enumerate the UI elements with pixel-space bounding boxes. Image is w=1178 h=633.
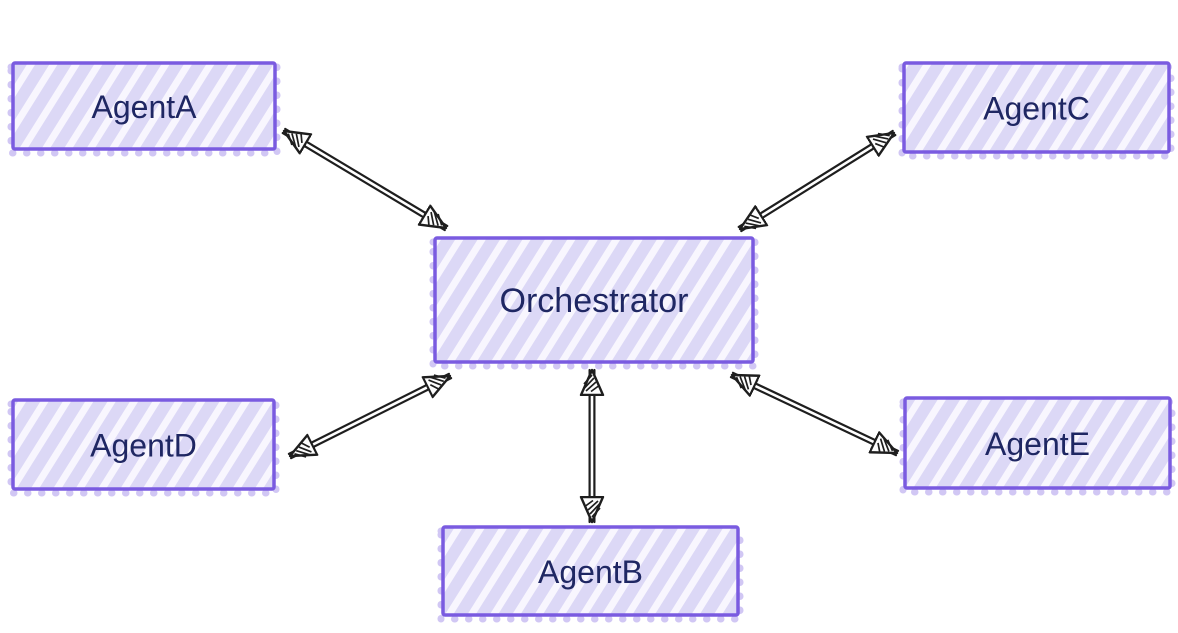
edge-shaft-line	[731, 371, 900, 452]
node-box	[441, 525, 740, 617]
node-label-agent-a: AgentA	[92, 89, 198, 125]
node-orchestrator: Orchestrator	[429, 236, 759, 370]
node-shadow	[7, 400, 280, 497]
edge-shaft-line	[281, 131, 446, 232]
node-box	[11, 398, 276, 491]
edge-arrowheads	[284, 131, 446, 228]
node-label-orchestrator: Orchestrator	[500, 282, 689, 320]
edge-agent-d-orchestrator	[287, 372, 453, 460]
edge-agent-a-orchestrator	[281, 127, 449, 232]
node-shadow	[7, 63, 281, 157]
node-agent-e: AgentE	[899, 396, 1176, 496]
node-box	[433, 236, 755, 364]
edge-arrowheads	[740, 133, 894, 229]
edge-agent-b-orchestrator	[590, 370, 595, 522]
node-shadow	[437, 527, 744, 623]
node-agent-b: AgentB	[437, 525, 744, 623]
node-agent-c: AgentC	[898, 61, 1175, 160]
node-label-agent-c: AgentC	[983, 91, 1090, 127]
node-shadow	[899, 398, 1176, 496]
edges-layer	[281, 127, 900, 522]
node-box	[903, 396, 1172, 490]
node-shadow	[429, 238, 759, 370]
edge-shaft-line	[737, 129, 894, 229]
node-shadow	[898, 63, 1175, 160]
edge-agent-e-orchestrator	[729, 371, 900, 457]
edge-shaft-line	[287, 372, 451, 455]
edge-arrowheads	[732, 375, 897, 453]
edge-shaft-line	[284, 127, 449, 228]
edge-shaft-line	[729, 376, 898, 457]
node-agent-d: AgentD	[7, 398, 280, 497]
node-label-agent-d: AgentD	[90, 428, 197, 464]
node-agent-a: AgentA	[7, 61, 281, 157]
node-box	[11, 61, 277, 151]
edge-shaft-line	[289, 377, 453, 460]
edge-shaft-line	[740, 133, 897, 233]
edge-agent-c-orchestrator	[737, 129, 897, 233]
edge-arrowheads	[290, 376, 450, 456]
node-box	[902, 61, 1171, 154]
node-label-agent-b: AgentB	[538, 554, 643, 590]
node-label-agent-e: AgentE	[985, 426, 1090, 462]
